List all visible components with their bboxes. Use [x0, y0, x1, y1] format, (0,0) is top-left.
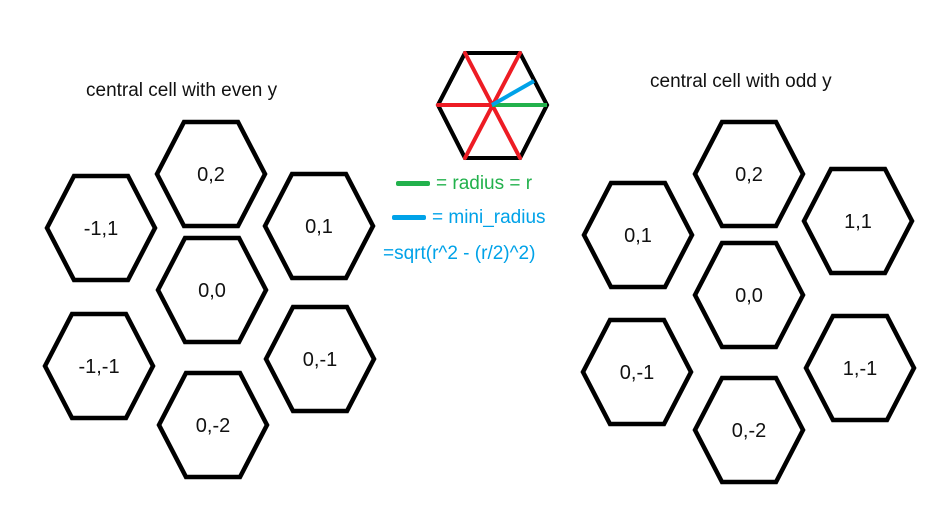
hex-coordinate-label: 0,2: [197, 164, 225, 186]
left-hex-cell: -1,-1: [42, 311, 156, 421]
right-hex-cell: 1,1: [801, 166, 915, 276]
hex-outline: [581, 180, 695, 290]
right-hex-cell: 0,0: [692, 240, 806, 350]
hex-outline: [42, 311, 156, 421]
hex-outline: [155, 235, 269, 345]
mini-radius-legend-swatch: [392, 215, 426, 221]
hex-outline: [154, 119, 268, 229]
right-hex-cell: 1,-1: [803, 313, 917, 423]
mini-radius-legend-text: = mini_radius: [432, 207, 546, 228]
mini-radius-line: [491, 79, 535, 107]
hex-coordinate-label: -1,-1: [78, 356, 119, 378]
hex-outline: [44, 173, 158, 283]
hex-coordinate-label: 0,0: [198, 280, 226, 302]
left-grid-title: central cell with even y: [86, 80, 278, 101]
left-hex-cell: 0,0: [155, 235, 269, 345]
hex-coordinate-label: 0,-2: [196, 415, 230, 437]
hex-outline: [580, 317, 694, 427]
radius-legend: = radius = r: [396, 173, 532, 195]
mini-radius-legend: = mini_radius: [392, 207, 546, 229]
hex-outline: [263, 304, 377, 414]
right-hex-cell: 0,-1: [580, 317, 694, 427]
hex-outline: [156, 370, 270, 480]
left-hex-cell: 0,2: [154, 119, 268, 229]
hex-coordinate-label: 1,-1: [843, 358, 877, 380]
hex-coordinate-label: 0,-1: [303, 349, 337, 371]
right-hex-cell: 0,1: [581, 180, 695, 290]
hex-outline: [803, 313, 917, 423]
hex-outline: [801, 166, 915, 276]
hex-coordinate-label: 1,1: [844, 211, 872, 233]
left-hex-grid: -1,1 0,2 0,1 0,0 -1,-1 0,-1 0,-2: [42, 119, 377, 480]
left-hex-cell: 0,1: [262, 171, 376, 281]
mini-radius-formula: =sqrt(r^2 - (r/2)^2): [383, 243, 536, 264]
hex-coordinate-label: 0,2: [735, 164, 763, 186]
hex-outline: [262, 171, 376, 281]
hex-coordinate-label: 0,1: [624, 225, 652, 247]
right-hex-cell: 0,2: [692, 119, 806, 229]
hex-outline: [692, 119, 806, 229]
left-hex-cell: 0,-1: [263, 304, 377, 414]
hex-coordinate-label: 0,-2: [732, 420, 766, 442]
hex-coordinate-label: 0,-1: [620, 362, 654, 384]
left-hex-cell: 0,-2: [156, 370, 270, 480]
hex-coordinate-label: -1,1: [84, 218, 118, 240]
left-hex-cell: -1,1: [44, 173, 158, 283]
right-grid-title: central cell with odd y: [650, 71, 832, 92]
radius-legend-swatch: [396, 181, 430, 187]
hex-outline: [692, 375, 806, 485]
right-hex-cell: 0,-2: [692, 375, 806, 485]
hex-coordinate-label: 0,0: [735, 285, 763, 307]
right-hex-grid: 0,1 0,2 1,1 0,0 0,-1 1,-1 0,-2: [580, 119, 917, 485]
hex-outline: [692, 240, 806, 350]
hex-coordinate-label: 0,1: [305, 216, 333, 238]
reference-hexagon: [435, 51, 550, 160]
radius-legend-text: = radius = r: [436, 173, 533, 194]
